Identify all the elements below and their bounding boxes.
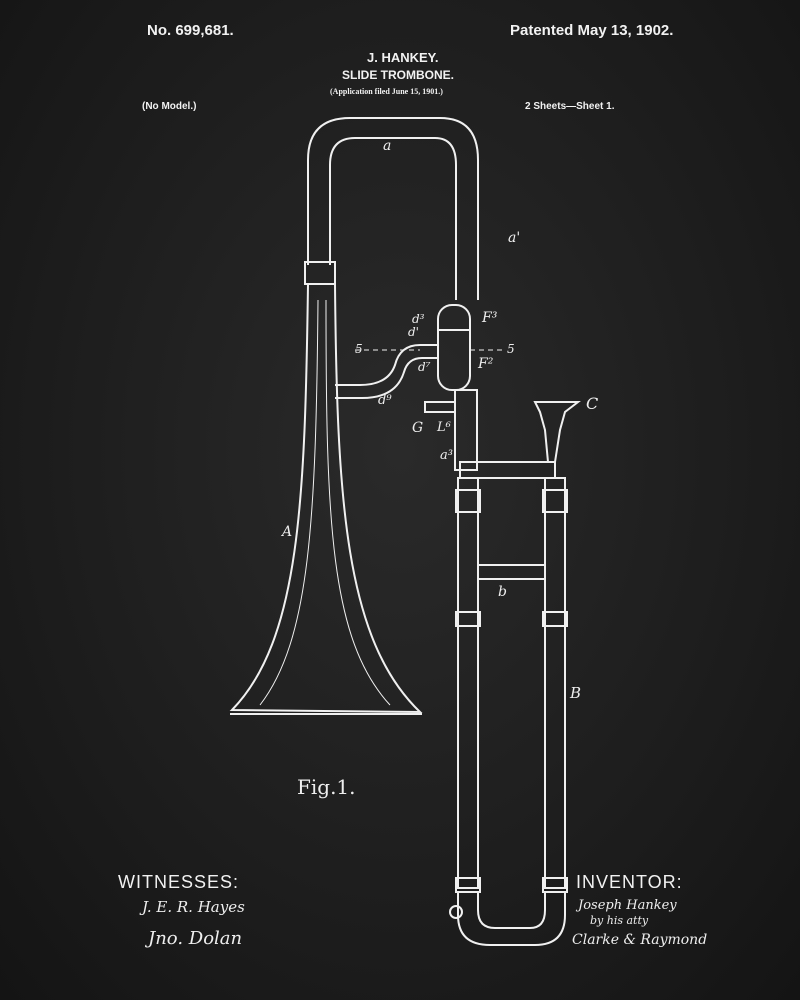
inventor-name: J. HANKEY. [367,50,439,65]
application-date: (Application filed June 15, 1901.) [330,87,443,96]
mouthpiece [533,401,581,463]
top-bend [307,117,479,300]
attorney-line: by his atty [590,914,649,927]
label-a3: a³ [440,448,453,463]
bell [229,283,423,714]
bell-ferrule [304,261,336,285]
label-a: a [383,138,392,154]
label-a-prime: a' [508,230,521,246]
valve-casing [437,304,471,391]
slide-right-tube [544,477,566,889]
patent-title: SLIDE TROMBONE. [342,68,455,82]
witnesses-label: WITNESSES: [118,872,240,892]
model-note: (No Model.) [142,101,197,112]
patent-date: Patented May 13, 1902. [510,22,674,39]
inventor-signature: Joseph Hankey [578,898,677,913]
top-bend-inner [329,137,457,300]
label-5-left: 5 [355,342,363,356]
label-b: b [498,584,507,600]
attorney-signature: Clarke & Raymond [572,932,708,948]
label-d7: d⁷ [418,360,431,374]
slide-left-tube [457,477,479,889]
label-d9: d⁹ [378,393,392,408]
label-L6: L⁶ [437,420,451,435]
label-G: G [412,420,424,436]
water-key [449,905,463,919]
label-F2: F² [478,356,494,372]
label-A: A [282,524,293,540]
label-B: B [570,684,582,702]
slide-brace [477,564,546,580]
thumb-rest [424,401,456,413]
label-5-right: 5 [507,342,515,356]
slide-bend [457,892,566,946]
label-d3: d³ [412,312,425,326]
inventor-label: INVENTOR: [576,872,683,892]
witness-signature-2: Jno. Dolan [148,928,243,949]
patent-number: No. 699,681. [147,22,234,39]
label-F3: F³ [482,310,498,326]
sheet-count: 2 Sheets—Sheet 1. [525,101,615,112]
label-d1: d' [408,325,419,339]
crook-tube [335,344,438,386]
label-C: C [586,394,599,413]
cross-brace [459,461,556,479]
figure-label: Fig.1. [297,775,356,799]
witness-signature-1: J. E. R. Hayes [142,898,245,916]
